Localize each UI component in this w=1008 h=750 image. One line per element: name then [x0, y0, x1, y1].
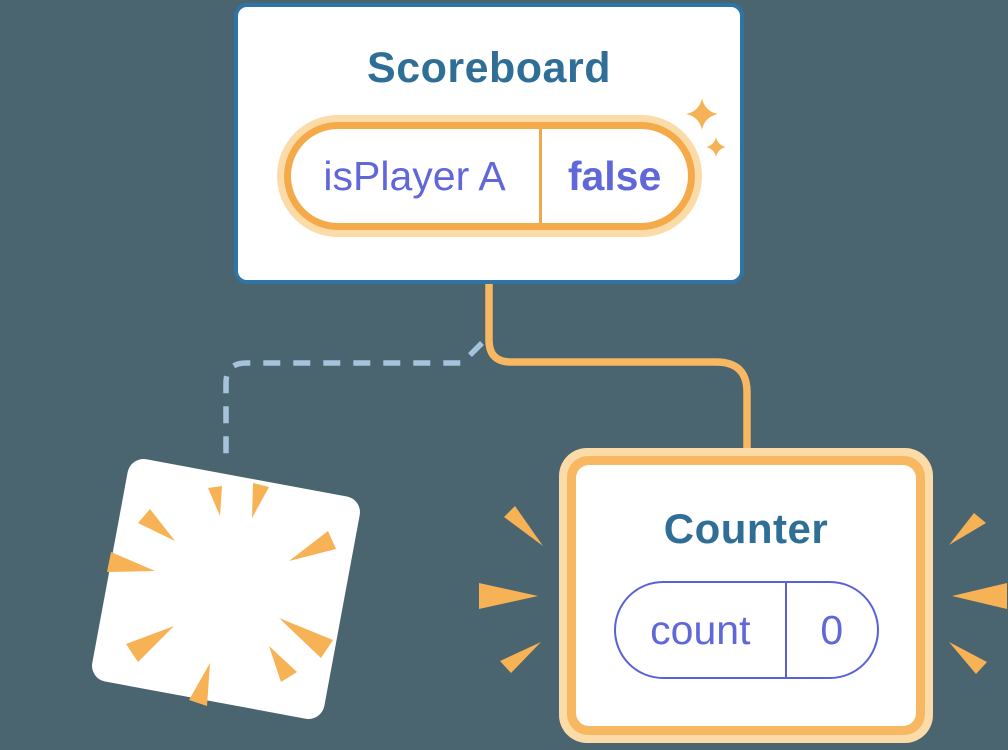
scoreboard-state-pill-inner: isPlayer A false: [290, 129, 688, 223]
scoreboard-state-value: false: [567, 152, 662, 199]
emphasis-rays-left-icon: [479, 506, 543, 673]
counter-state-key: count: [650, 606, 751, 653]
scoreboard-node: Scoreboard isPlayer A false: [234, 3, 744, 284]
solid-connector-line: [485, 284, 751, 452]
scoreboard-state-key: isPlayer A: [323, 152, 506, 199]
scoreboard-state-pill: isPlayer A false: [276, 115, 702, 237]
dashed-connector-line: [223, 341, 484, 466]
scoreboard-state-pill-ring: isPlayer A false: [283, 122, 695, 230]
destroyed-component-card: [89, 456, 363, 722]
counter-pill-divider: [785, 583, 788, 677]
emphasis-rays-right-icon: [949, 513, 1007, 674]
scoreboard-title: Scoreboard: [367, 44, 611, 92]
counter-title: Counter: [663, 505, 829, 552]
counter-state-pill: count 0: [613, 581, 879, 679]
counter-state-value: 0: [820, 606, 844, 653]
counter-node: Counter count 0: [559, 448, 933, 743]
scoreboard-pill-divider: [538, 129, 542, 223]
counter-node-inner: Counter count 0: [576, 465, 916, 726]
counter-node-ring: Counter count 0: [567, 456, 925, 735]
